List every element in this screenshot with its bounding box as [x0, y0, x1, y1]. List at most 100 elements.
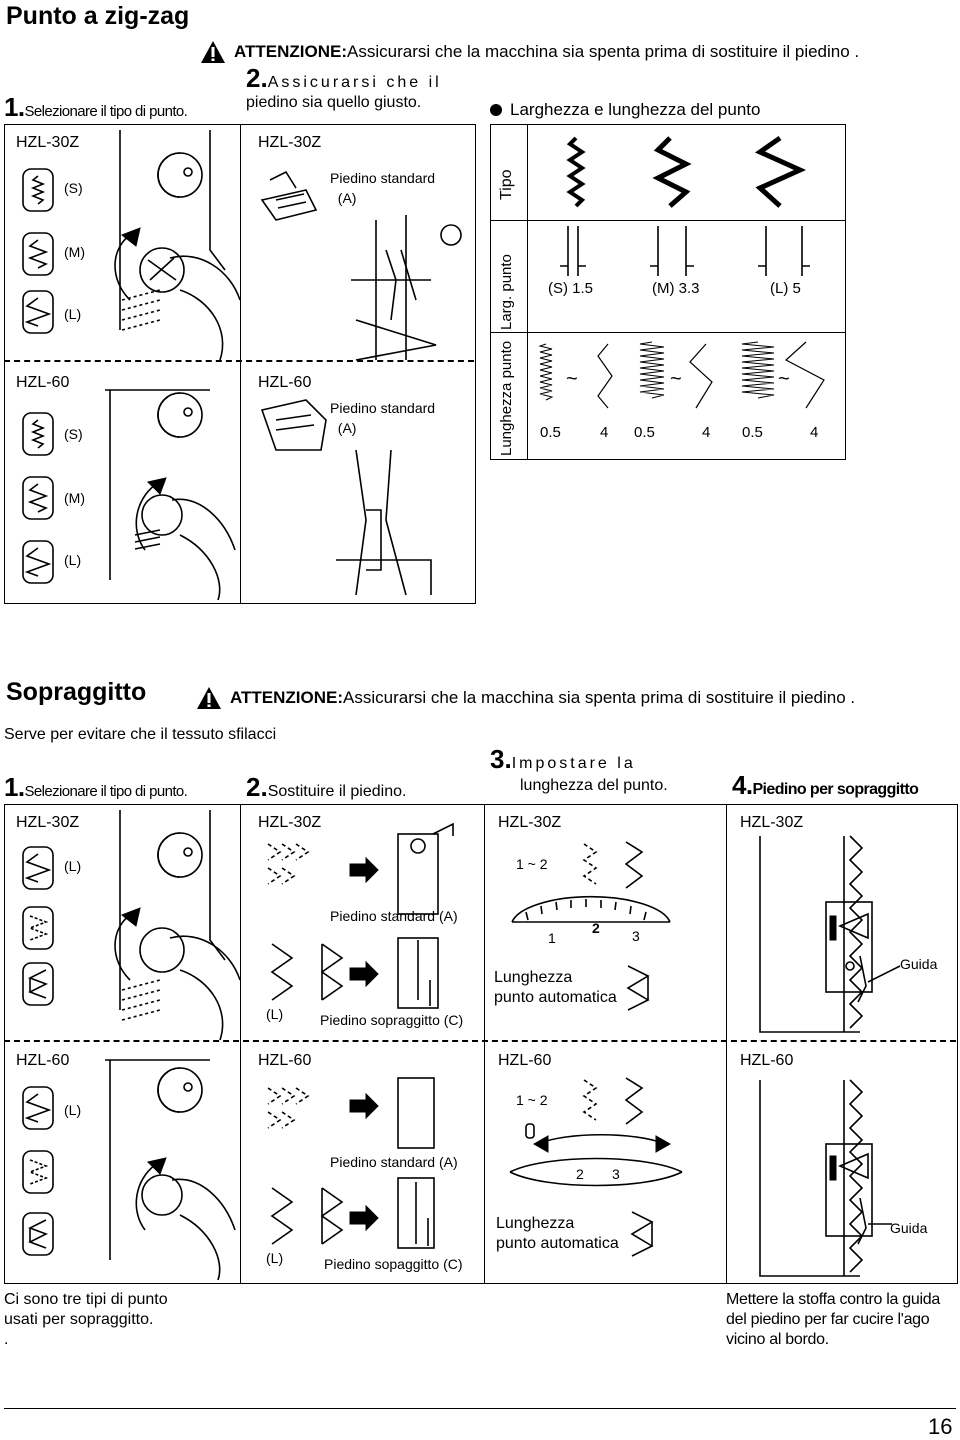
- foot-overcast-label: Piedino sopraggitto (C): [320, 1012, 464, 1028]
- overcast-stitch-icon: [22, 906, 54, 950]
- zigzag-title: Punto a zig-zag: [6, 2, 190, 30]
- model-label-60: HZL-60: [16, 374, 70, 391]
- length-dial-illustration: [511, 895, 671, 923]
- overcast-auto-icon: [626, 965, 650, 1011]
- bullet-icon: [490, 104, 502, 116]
- footer-rule: [4, 1408, 956, 1409]
- size-l-label: (L): [64, 1102, 82, 1118]
- model-label-30z: HZL-30Z: [498, 814, 562, 831]
- length-max: 4: [600, 424, 609, 441]
- arrow-right-icon: [349, 1204, 379, 1232]
- stitch-s-icon: [22, 168, 54, 212]
- machine-dial-illustration: [114, 810, 241, 1041]
- row-label-lung: Lunghezza punto: [498, 340, 515, 456]
- length-max: 4: [810, 424, 819, 441]
- note-right: Mettere la stoffa contro la guida del pi…: [726, 1291, 940, 1348]
- presser-foot-a-illustration: [260, 170, 462, 361]
- overcast-foot-illustration: [759, 1079, 892, 1277]
- stitch-width-length-table: [490, 124, 846, 460]
- size-m-label: (M): [64, 490, 85, 506]
- overcast-auto-icon: [630, 1211, 654, 1257]
- length-min: 0.5: [540, 424, 561, 441]
- sopraggitto-step3: 3.Impostare la lunghezza del punto.: [490, 744, 668, 794]
- arrow-right-icon: [349, 960, 379, 988]
- presser-foot-a-illustration: [260, 399, 432, 596]
- arrow-right-icon: [349, 856, 379, 884]
- model-label-30z: HZL-30Z: [258, 134, 322, 151]
- tilde: ~: [670, 368, 682, 390]
- sopraggitto-illustration-box: [4, 804, 958, 1284]
- stitch-l-icon: [22, 846, 54, 890]
- machine-dial-illustration: [105, 1059, 236, 1281]
- overcast-stitch-icon: [22, 1212, 54, 1256]
- stitch-l-icon: [22, 540, 54, 584]
- model-label-60: HZL-60: [258, 374, 312, 391]
- foot-change-illustration: [267, 1077, 435, 1249]
- width-length-heading: Larghezza e lunghezza del punto: [490, 100, 760, 120]
- warning-icon: [201, 41, 225, 63]
- model-label-60: HZL-60: [740, 1052, 794, 1069]
- stitch-l-icon: [22, 290, 54, 334]
- overcast-stitch-icon: [22, 1150, 54, 1194]
- machine-dial-illustration: [105, 389, 236, 601]
- size-s-label: (S): [64, 180, 83, 196]
- model-label-30z: HZL-30Z: [16, 814, 80, 831]
- model-label-60: HZL-60: [498, 1052, 552, 1069]
- foot-standard-label: Piedino standard (A): [330, 400, 436, 436]
- overcast-patterns: [582, 841, 644, 889]
- warning-label: ATTENZIONE:: [234, 42, 348, 61]
- zigzag-warning: ATTENZIONE:Assicurarsi che la macchina s…: [200, 40, 859, 64]
- zigzag-step1: 1.Selezionare il tipo di punto.: [4, 92, 188, 122]
- tilde: ~: [566, 368, 578, 390]
- size-l-label: (L): [64, 552, 82, 568]
- row-label-tipo: Tipo: [498, 169, 515, 200]
- model-label-60: HZL-60: [16, 1052, 70, 1069]
- sopraggitto-step1: 1.Selezionare il tipo di punto.: [4, 772, 188, 802]
- size-s-label: (S): [64, 426, 83, 442]
- length-range: 1 ~ 2: [516, 1092, 548, 1108]
- size-l-label: (L): [266, 1250, 284, 1266]
- overcast-stitch-icon: [22, 962, 54, 1006]
- length-min: 0.5: [742, 424, 763, 441]
- dial-number: 1: [548, 930, 556, 946]
- foot-standard-label: Piedino standard (A): [330, 170, 436, 206]
- foot-overcast-label: Piedino sopaggitto (C): [324, 1256, 463, 1272]
- width-markers: [560, 226, 810, 276]
- zigzag-type-patterns: [566, 135, 807, 208]
- length-dial-illustration: [509, 1123, 683, 1187]
- length-range: 1 ~ 2: [516, 856, 548, 872]
- foot-standard-label: Piedino standard (A): [330, 908, 458, 924]
- length-max: 4: [702, 424, 711, 441]
- warning-icon: [197, 687, 221, 709]
- foot-change-illustration: [267, 822, 454, 1009]
- length-patterns: [538, 341, 825, 409]
- stitch-m-icon: [22, 232, 54, 276]
- warning-text: Assicurarsi che la macchina sia spenta p…: [347, 42, 860, 61]
- sopraggitto-step2: 2.Sostituire il piedino.: [246, 772, 407, 802]
- overcast-patterns: [582, 1077, 644, 1125]
- dial-number: 3: [632, 928, 640, 944]
- model-label-30z: HZL-30Z: [16, 134, 80, 151]
- zigzag-step2: 2.Assicurarsi che il piedino sia quello …: [246, 63, 442, 111]
- model-label-60: HZL-60: [258, 1052, 312, 1069]
- model-label-30z: HZL-30Z: [258, 814, 322, 831]
- guide-label: Guida: [900, 956, 938, 972]
- width-l: (L) 5: [770, 280, 801, 297]
- stitch-l-icon: [22, 1086, 54, 1130]
- dial-number: 2: [576, 1166, 584, 1182]
- page-number: 16: [928, 1414, 953, 1439]
- stitch-s-icon: [22, 412, 54, 456]
- size-l-label: (L): [64, 858, 82, 874]
- stitch-m-icon: [22, 476, 54, 520]
- size-m-label: (M): [64, 244, 85, 260]
- dial-number: 2: [592, 920, 600, 936]
- foot-standard-label: Piedino standard (A): [330, 1154, 458, 1170]
- width-m: (M) 3.3: [652, 280, 700, 297]
- sopraggitto-intro: Serve per evitare che il tessuto sfilacc…: [4, 726, 277, 743]
- sopraggitto-title: Sopraggitto: [6, 678, 147, 706]
- size-l-label: (L): [266, 1006, 284, 1022]
- sopraggitto-step4: 4.Piedino per sopraggitto: [732, 770, 919, 800]
- arrow-right-icon: [349, 1092, 379, 1120]
- guide-label: Guida: [890, 1220, 928, 1236]
